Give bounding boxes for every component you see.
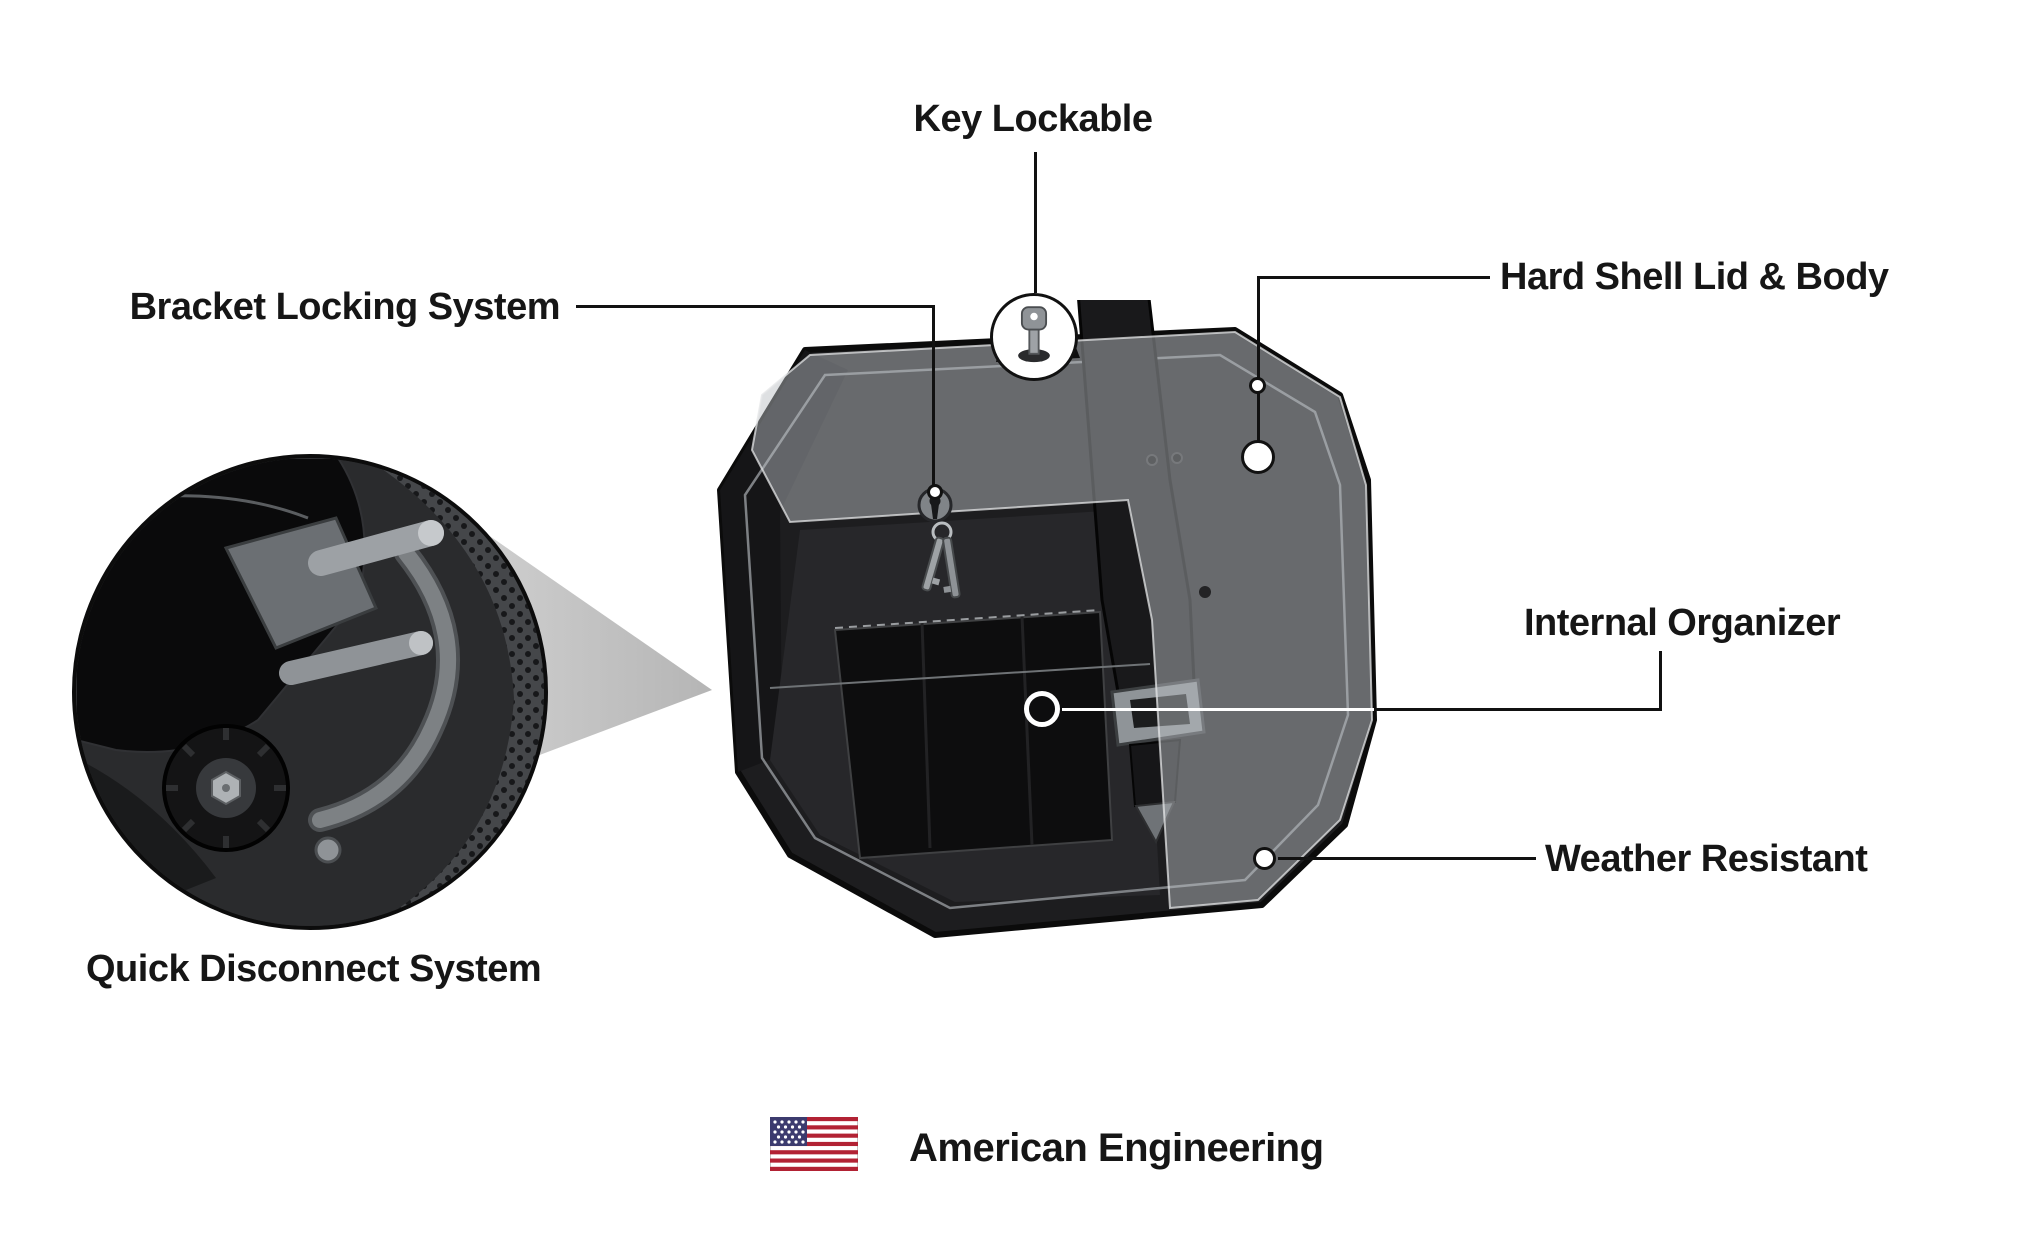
- us-flag-icon: [770, 1117, 858, 1171]
- callout-dot-hardshell-small: [1249, 377, 1266, 394]
- callout-ring-organizer: [1024, 691, 1060, 727]
- label-quick-disconnect-system: Quick Disconnect System: [86, 948, 542, 990]
- label-hard-shell-lid-body: Hard Shell Lid & Body: [1500, 256, 1889, 298]
- callout-line-key-lockable: [1034, 152, 1037, 293]
- internal-organizer-pocket: [833, 609, 1114, 860]
- callout-line-bracket-v: [932, 305, 935, 490]
- quick-disconnect-hardware: [76, 458, 544, 926]
- cam-lock-knob: [162, 724, 290, 852]
- bag-lid: [750, 330, 1374, 910]
- quick-disconnect-inset: [72, 454, 548, 930]
- callout-dot-hardshell-large: [1241, 440, 1275, 474]
- callout-line-bracket-h: [576, 305, 934, 308]
- saddlebag-illustration: [717, 300, 1377, 938]
- callout-dot-bracket: [927, 484, 943, 500]
- callout-line-hardshell-h: [1258, 276, 1490, 279]
- callout-line-weather: [1278, 857, 1536, 860]
- callout-line-organizer-h-black: [1372, 708, 1662, 711]
- label-internal-organizer: Internal Organizer: [1524, 602, 1841, 644]
- key-lock-highlight-circle: [990, 293, 1078, 381]
- callout-line-organizer-v: [1659, 651, 1662, 711]
- label-weather-resistant: Weather Resistant: [1545, 838, 1868, 880]
- label-bracket-locking-system: Bracket Locking System: [129, 286, 561, 328]
- footer-american-engineering: American Engineering: [909, 1126, 1324, 1170]
- key-icon: [1018, 306, 1050, 363]
- callout-line-hardshell-v: [1257, 276, 1260, 442]
- callout-line-organizer-h-white: [1062, 708, 1374, 711]
- label-key-lockable: Key Lockable: [913, 98, 1154, 140]
- callout-dot-weather: [1253, 847, 1276, 870]
